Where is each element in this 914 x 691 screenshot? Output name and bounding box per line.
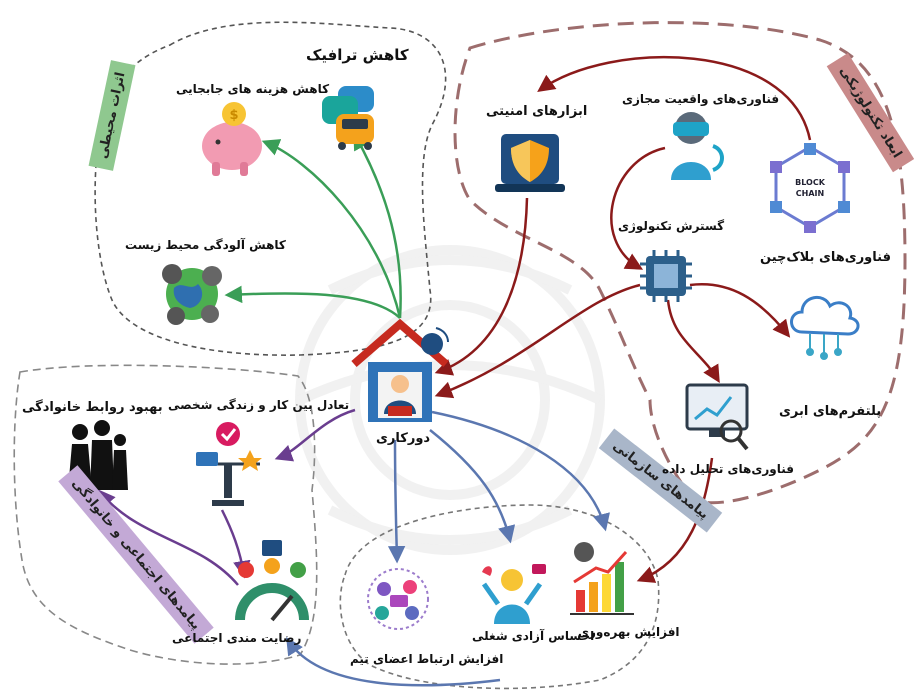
satisfaction-gauge-icon — [235, 540, 309, 622]
arrow-center-to-productivity — [431, 410, 610, 532]
label-tech-expansion: گسترش تکنولوژی — [618, 219, 725, 233]
arrow-satisfaction-to-family — [97, 489, 239, 586]
label-data-analysis: فناوری‌های تحلیل داده — [662, 462, 794, 476]
arrow-center-to-job-freedom — [429, 429, 516, 544]
label-blockchain: فناوری‌های بلاک‌چین — [760, 250, 891, 265]
label-travel-cost: کاهش هزینه های جابجایی — [176, 82, 330, 96]
arrow-center-to-team — [387, 439, 406, 564]
label-cloud: پلتفرم‌های ابری — [779, 404, 882, 419]
team-network-icon — [367, 568, 429, 630]
label-security-tools: ابزارهای امنیتی — [486, 104, 588, 119]
blockchain-badge-line2: CHAIN — [796, 189, 824, 198]
arrow-center-to-traffic — [353, 131, 402, 319]
label-vr: فناوری‌های واقعیت مجازی — [622, 92, 780, 106]
polluted-earth-icon — [162, 264, 222, 325]
label-job-freedom: احساس آزادی شغلی — [472, 629, 595, 643]
environmental-arrows — [224, 131, 402, 319]
blockchain-icon: BLOCK CHAIN — [770, 143, 850, 233]
arrow-security-to-center — [434, 197, 529, 376]
arrow-tech-to-cloud — [689, 283, 791, 338]
arrow-tech-to-data — [666, 299, 720, 384]
piggy-bank-icon: $ — [202, 102, 262, 176]
data-analysis-icon — [685, 383, 749, 451]
remote-worker-house-icon — [351, 318, 449, 422]
vr-person-icon — [671, 112, 724, 180]
shield-laptop-icon — [495, 134, 565, 192]
arrow-vr-to-tech — [610, 146, 666, 270]
label-pollution: کاهش آلودگی محیط زیست — [125, 238, 286, 252]
label-productivity: افزایش بهره‌وری — [578, 625, 680, 639]
blockchain-badge-line1: BLOCK — [795, 178, 826, 187]
environmental-region — [94, 21, 447, 356]
organizational-arrows — [286, 410, 610, 687]
label-family-relations: بهبود روابط خانوادگی — [22, 400, 163, 415]
label-center: دورکاری — [376, 431, 431, 446]
svg-text:$: $ — [229, 108, 238, 123]
label-traffic: کاهش ترافیک — [306, 46, 409, 64]
arrow-blockchain-to-security — [537, 55, 812, 141]
technology-arrows — [434, 55, 812, 583]
arrow-center-to-travel-cost — [261, 139, 402, 319]
cloud-icon — [790, 296, 860, 360]
label-social-satisfaction: رضایت مندی اجتماعی — [172, 631, 302, 645]
arrow-to-social-satisfaction — [286, 637, 501, 687]
cars-icon — [322, 86, 374, 150]
arrow-center-to-pollution — [224, 285, 401, 319]
arrow-tech-to-center — [434, 283, 641, 399]
freedom-person-icon — [481, 564, 546, 624]
technology-region — [453, 21, 907, 505]
growth-chart-icon — [570, 542, 634, 615]
family-icon — [68, 420, 128, 490]
arrow-data-to-productivity — [636, 457, 714, 583]
arrow-center-to-balance — [274, 408, 356, 462]
label-work-life-balance: تعادل بین کار و زندگی شخصی — [168, 398, 350, 412]
work-life-balance-icon — [196, 422, 262, 506]
cpu-chip-icon — [640, 250, 692, 302]
label-team-communication: افزایش ارتباط اعضای تیم — [350, 652, 504, 666]
